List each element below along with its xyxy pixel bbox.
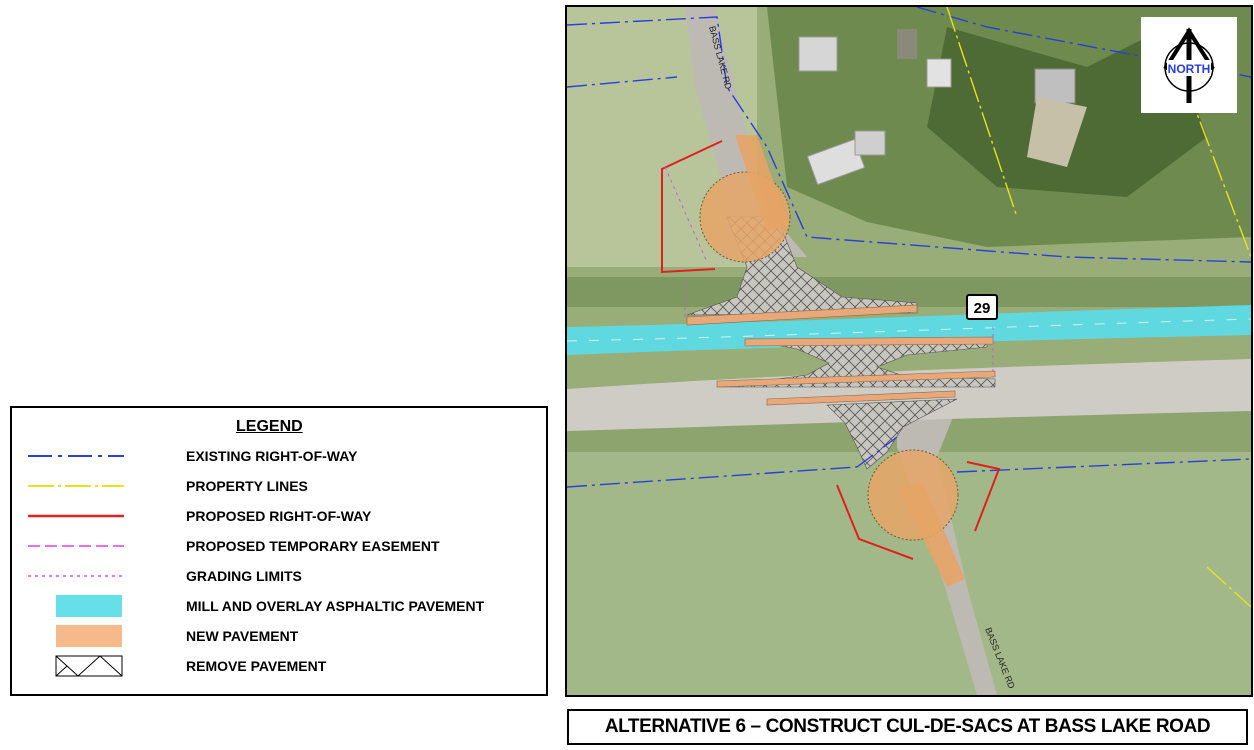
temporary-easement-line-icon [28,545,124,547]
north-arrow-icon: NORTH [1141,17,1237,113]
new-pavement-strip [766,390,956,406]
new-pavement-north-stem [735,135,789,232]
legend-box: LEGEND EXISTING RIGHT-OF-WAY PROPERTY LI… [10,406,548,696]
property-lines [946,7,1251,608]
remove-pavement-south [826,398,958,470]
highway-29-mill-overlay [567,305,1251,355]
legend-label: EXISTING RIGHT-OF-WAY [186,448,358,464]
grading-limits-line-icon [28,575,124,577]
bass-lake-road-north [685,7,807,257]
legend-label: PROPOSED RIGHT-OF-WAY [186,508,372,524]
remove-pavement-median [716,338,996,388]
legend-item-grading-limits: GRADING LIMITS [26,565,546,587]
legend-item-existing-right-of-way: EXISTING RIGHT-OF-WAY [26,445,546,467]
highway-shield-number: 29 [974,300,991,317]
legend-label: NEW PAVEMENT [186,628,299,644]
mill-overlay-swatch-icon [56,595,122,617]
legend-label: PROPOSED TEMPORARY EASEMENT [186,538,440,554]
proposed-right-of-way-line-icon [28,514,124,518]
new-pavement-strip [716,370,996,388]
proposed-right-of-way-lines [661,140,1001,560]
highway-centerline [567,318,1251,342]
remove-pavement-hatch-icon [55,655,123,677]
building [854,130,886,156]
map-caption: ALTERNATIVE 6 – CONSTRUCT CUL-DE-SACS AT… [567,709,1248,745]
north-arrow-label: NORTH [1168,62,1211,76]
legend-label: GRADING LIMITS [186,568,302,584]
highway-29-shield: 29 [966,294,998,320]
driveway [1027,97,1087,167]
legend-label: REMOVE PAVEMENT [186,658,327,674]
property-line-icon [28,485,124,487]
legend-item-proposed-right-of-way: PROPOSED RIGHT-OF-WAY [26,505,546,527]
legend-label: MILL AND OVERLAY ASPHALTIC PAVEMENT [186,598,485,614]
new-pavement-south-stem [897,483,965,587]
legend-title: LEGEND [236,418,303,435]
ditch-north [567,277,1251,307]
new-pavement-swatch-icon [56,625,122,647]
legend-item-new-pavement: NEW PAVEMENT [26,625,546,647]
legend-item-mill-and-overlay: MILL AND OVERLAY ASPHALTIC PAVEMENT [26,595,546,617]
legend-item-property-lines: PROPERTY LINES [26,475,546,497]
building [897,29,917,59]
aerial-map: BASS LAKE RD BASS LAKE RD 29 NORTH [565,5,1253,697]
existing-right-of-way-line-icon [28,455,124,457]
building [926,58,952,88]
map-canvas: BASS LAKE RD BASS LAKE RD 29 NORTH [567,7,1251,695]
new-pavement-strip [686,304,918,326]
existing-right-of-way-lines [567,7,1251,488]
legend-item-remove-pavement: REMOVE PAVEMENT [26,655,546,677]
legend-label: PROPERTY LINES [186,478,308,494]
grading-limits-lines [664,166,994,377]
building [1034,68,1076,104]
legend-item-proposed-temporary-easement: PROPOSED TEMPORARY EASEMENT [26,535,546,557]
building [798,36,838,72]
